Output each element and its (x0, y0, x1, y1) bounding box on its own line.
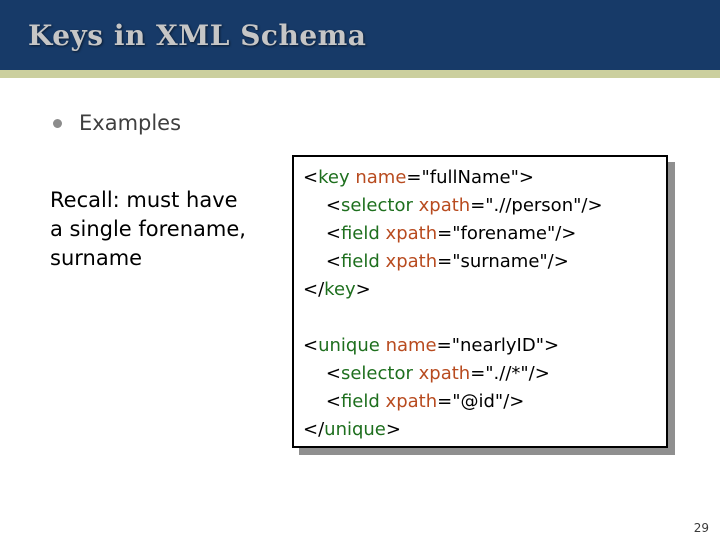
code-line: <field xpath="forename"/> (303, 223, 577, 244)
bullet-marker-icon (53, 118, 62, 128)
recall-note-line: a single forename, (50, 217, 246, 241)
code-line: <unique name="nearlyID"> (303, 335, 560, 356)
bullet-label: Examples (79, 111, 182, 135)
code-line: </key> (303, 279, 371, 300)
examples-bullet-item: Examples (53, 111, 181, 135)
recall-note-line: Recall: must have (50, 188, 238, 212)
code-line: <key name="fullName"> (303, 167, 534, 188)
slide-title: Keys in XML Schema (28, 19, 367, 52)
code-line: <selector xpath=".//*"/> (303, 363, 550, 384)
header-bar: Keys in XML Schema (0, 0, 720, 70)
code-line: <field xpath="@id"/> (303, 391, 525, 412)
code-line: <selector xpath=".//person"/> (303, 195, 603, 216)
accent-line (0, 70, 720, 78)
recall-note: Recall: must have a single forename, sur… (50, 186, 246, 273)
code-line: <field xpath="surname"/> (303, 251, 569, 272)
code-block-unique: <unique name="nearlyID"> <selector xpath… (303, 332, 657, 444)
code-block-key: <key name="fullName"> <selector xpath=".… (303, 164, 657, 304)
page-number: 29 (693, 521, 709, 535)
code-line: </unique> (303, 419, 401, 440)
code-box: <key name="fullName"> <selector xpath=".… (292, 155, 668, 448)
recall-note-line: surname (50, 246, 143, 270)
